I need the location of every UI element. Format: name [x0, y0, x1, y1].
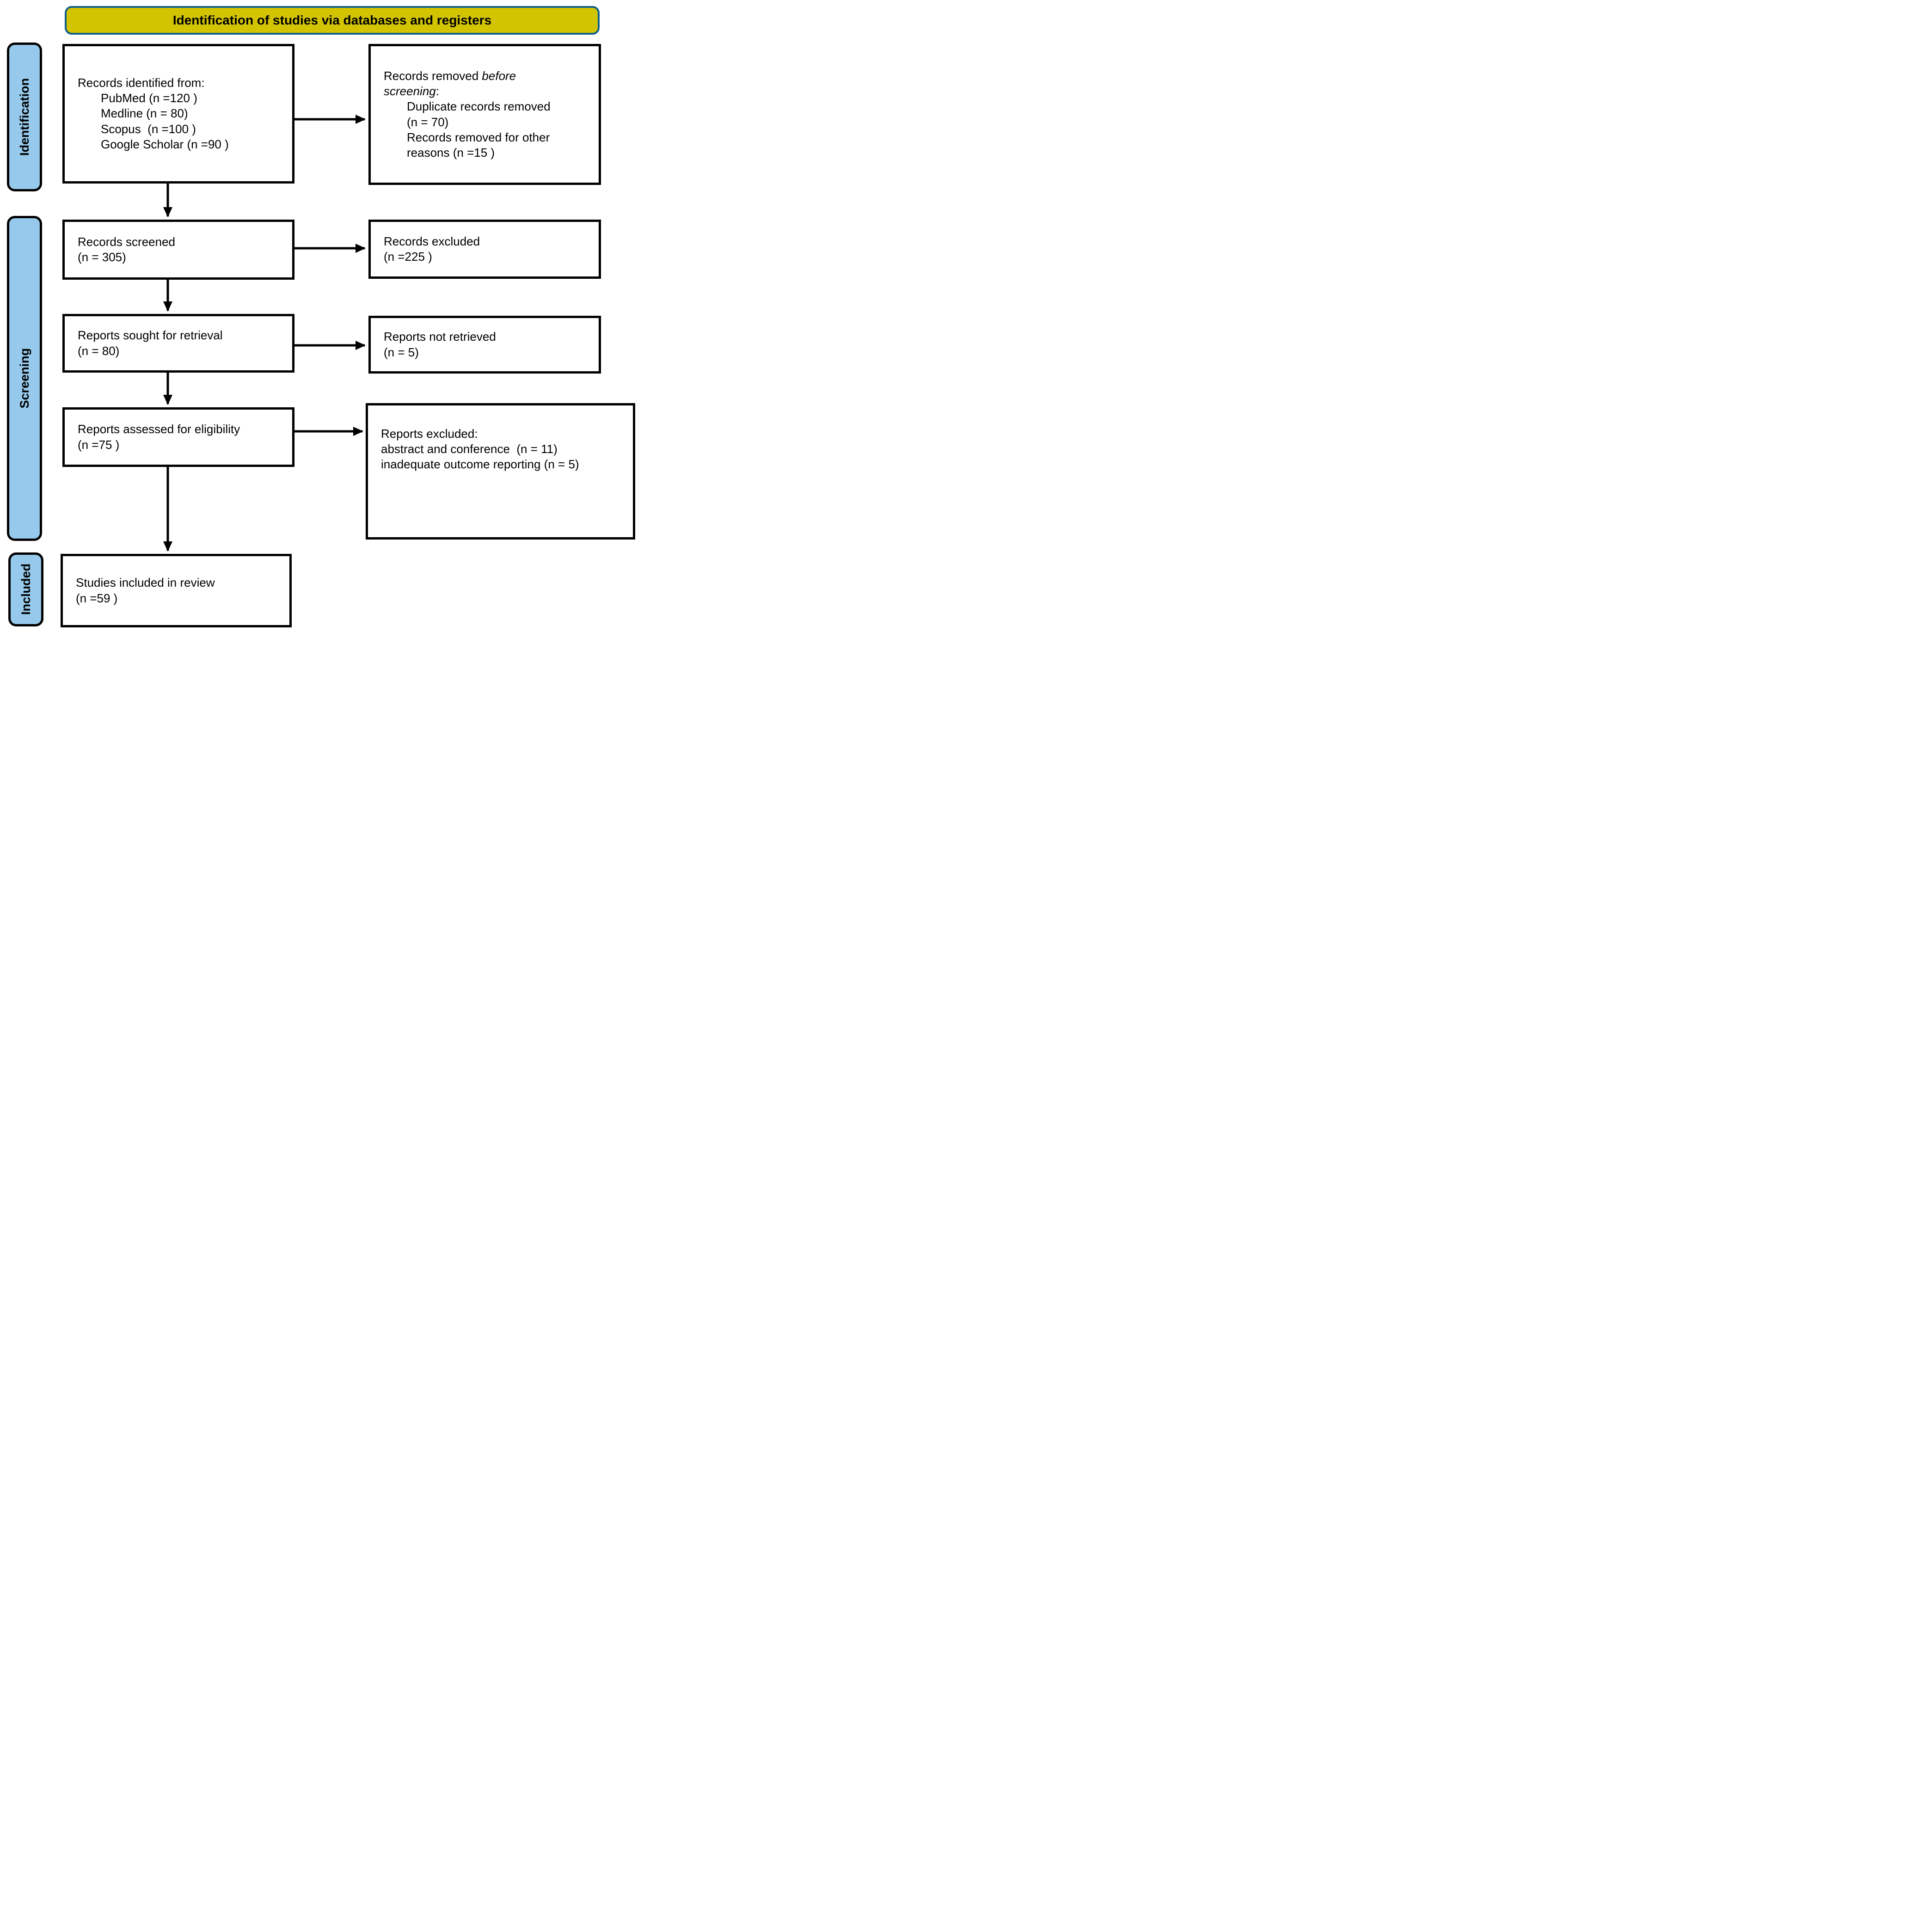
box-records-excluded: Records excluded (n =225 ): [368, 220, 601, 279]
box-line: Records identified from:: [78, 76, 205, 90]
box-reports-excluded: Reports excluded:abstract and conference…: [366, 403, 635, 540]
box-line: Records removed before: [384, 69, 516, 83]
box-line: (n = 70): [407, 115, 449, 129]
box-line: Google Scholar (n =90 ): [101, 137, 229, 151]
box-line: Reports assessed for eligibility: [78, 422, 240, 436]
box-line: Scopus (n =100 ): [101, 122, 196, 136]
box-line: Records removed for other: [407, 130, 550, 144]
box-studies-included-in-review: Studies included in review(n =59 ): [61, 554, 292, 627]
box-line: Duplicate records removed: [407, 99, 551, 114]
box-line: Records screened: [78, 234, 175, 249]
box-line: Reports not retrieved: [384, 330, 496, 344]
box-reports-not-retrieved: Reports not retrieved(n = 5): [368, 316, 601, 374]
stage-label-screening: Screening: [7, 216, 42, 541]
stage-label-identification: Identification: [7, 43, 42, 191]
stage-screening-text: Screening: [17, 348, 31, 409]
box-line: Medline (n = 80): [101, 106, 188, 121]
box-reports-assessed-for-eligibility: Reports assessed for eligibility(n =75 ): [62, 407, 294, 467]
stage-identification-text: Identification: [17, 78, 31, 156]
box-line: Reports excluded:: [381, 427, 478, 441]
box-line: (n = 80): [78, 343, 120, 358]
title-banner-label: Identification of studies via databases …: [172, 13, 492, 27]
box-line: Studies included in review: [76, 576, 215, 590]
box-line: inadequate outcome reporting (n = 5): [381, 457, 579, 472]
box-line: (n =59 ): [76, 591, 118, 605]
box-line: PubMed (n =120 ): [101, 91, 197, 105]
box-line: Records excluded: [384, 234, 480, 248]
title-banner: Identification of studies via databases …: [65, 6, 600, 35]
box-line: (n = 305): [78, 250, 126, 264]
box-line: abstract and conference (n = 11): [381, 442, 558, 456]
box-line: screening:: [384, 84, 439, 98]
stage-label-included: Included: [8, 552, 43, 626]
box-line: reasons (n =15 ): [407, 145, 495, 159]
box-reports-sought-for-retrieval: Reports sought for retrieval(n = 80): [62, 314, 294, 373]
box-line: (n =225 ): [384, 250, 432, 264]
box-records-identified: Records identified from:PubMed (n =120 )…: [62, 44, 294, 184]
box-line: Reports sought for retrieval: [78, 328, 223, 343]
box-line: (n =75 ): [78, 437, 120, 452]
box-line: (n = 5): [384, 345, 419, 359]
box-records-screened: Records screened(n = 305): [62, 220, 294, 280]
stage-included-text: Included: [18, 564, 33, 615]
